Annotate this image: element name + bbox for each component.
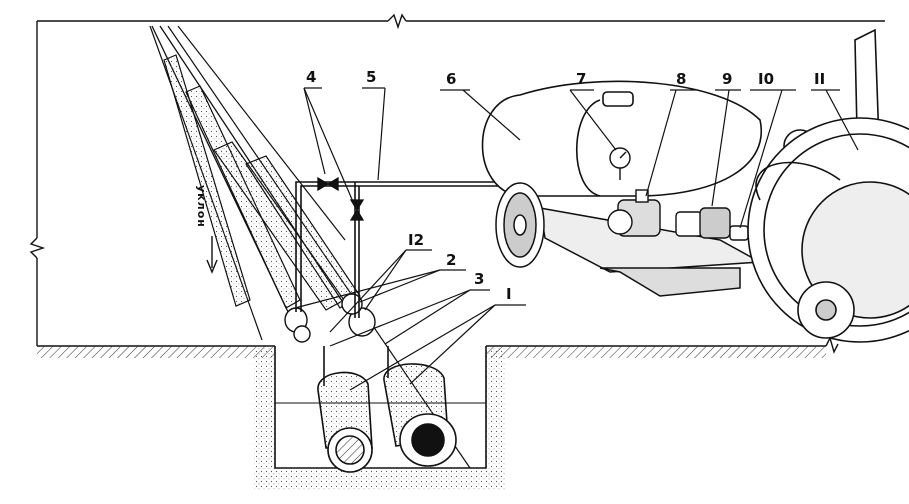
frame: [29, 13, 885, 354]
pressure-gauge: [609, 147, 631, 180]
gas-cylinders: [317, 346, 457, 473]
callout-labels: 4 5 6 7 8 9 I0 II I2 2 3 I: [306, 68, 825, 303]
tractor: [747, 28, 909, 343]
ground-surface: [37, 346, 826, 490]
callout-1: I: [506, 285, 512, 303]
callout-3: 3: [474, 270, 484, 288]
pipe-ends: [284, 293, 376, 343]
callout-9: 9: [722, 70, 732, 88]
callout-8: 8: [676, 70, 686, 88]
pump-assembly: [607, 189, 749, 241]
trench: [274, 346, 487, 469]
callout-10: I0: [758, 70, 774, 88]
callout-4: 4: [306, 68, 316, 86]
slope-indicator: уклон: [195, 185, 218, 274]
callout-2: 2: [446, 251, 456, 269]
callout-underlines: [304, 87, 840, 306]
trailer: [495, 182, 763, 297]
slope-label: уклон: [195, 185, 208, 228]
callout-6: 6: [446, 70, 456, 88]
callout-5: 5: [366, 68, 376, 86]
callout-12: I2: [408, 231, 424, 249]
callout-7: 7: [576, 70, 586, 88]
callout-11: II: [814, 70, 825, 88]
insulation-sections: [163, 54, 361, 311]
leader-lines: [294, 87, 859, 391]
